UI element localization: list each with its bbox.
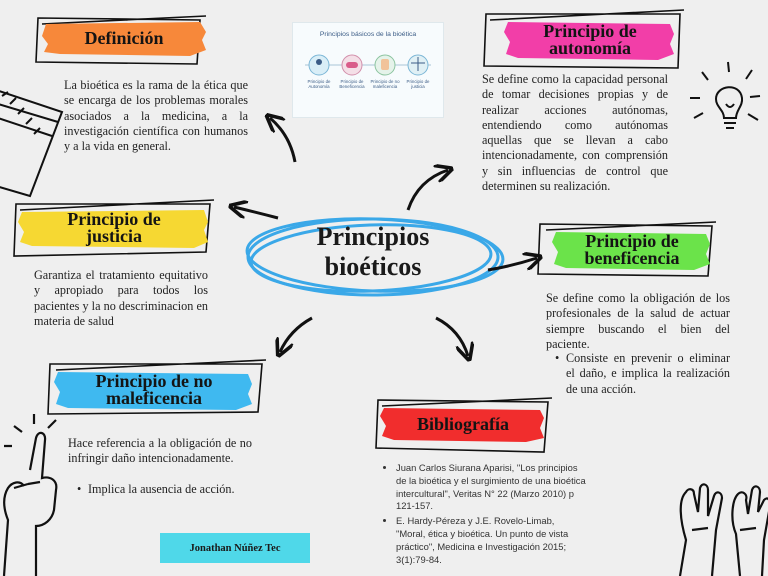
no-maleficencia-title: Principio de no maleficencia [54, 368, 254, 412]
no-maleficencia-title-line1: Principio de no [95, 371, 213, 391]
arrow-to-beneficencia [487, 258, 537, 272]
pointing-hand-icon [2, 414, 58, 576]
center-ellipse [245, 217, 505, 297]
definicion-title: Definición [84, 27, 164, 48]
author-tag: Jonathan Núñez Tec [160, 533, 310, 563]
author-name: Jonathan Núñez Tec [189, 542, 281, 554]
beneficencia-title-line1: Principio de [585, 231, 679, 251]
justicia-title-line1: Principio de [67, 209, 161, 229]
bibliografia-title: Bibliografía [416, 413, 509, 434]
beneficencia-title-box: Principio de beneficencia [552, 228, 712, 272]
beneficencia-bullet: Consiste en prevenir o eliminar el daño,… [555, 351, 730, 397]
notebook-icon [0, 90, 64, 198]
justicia-text: Garantiza el tratamiento equitativo y ap… [34, 268, 208, 328]
arrow-to-definicion [270, 118, 297, 163]
autonomia-title-line1: Principio de [543, 21, 637, 41]
definicion-text: La bioética es la rama de la ética que s… [64, 78, 248, 154]
thumbnail-icons [305, 54, 431, 76]
beneficencia-title-line2: beneficencia [584, 248, 680, 268]
no-maleficencia-title-line2: maleficencia [106, 388, 202, 408]
definicion-title-box: Definición [40, 18, 208, 58]
autonomia-title-box: Principio de autonomía [504, 18, 676, 62]
title-frames [13, 9, 717, 453]
autonomia-text: Se define como la capacidad personal de … [482, 72, 668, 194]
beneficencia-brush [552, 232, 710, 270]
justicia-title: Principio de justicia [18, 206, 210, 250]
center-title-line1: Principios [316, 222, 430, 251]
no-maleficencia-bullet: Implica la ausencia de acción. [77, 482, 258, 498]
raised-hands-icon [678, 483, 768, 576]
arrow-to-bibliografia [435, 316, 468, 356]
no-maleficencia-text: Hace referencia a la obligación de no in… [68, 436, 252, 466]
thumbnail-label-beneficencia: Principio de Beneficencia [339, 79, 365, 89]
bibliografia-brush [380, 408, 544, 442]
thumbnail-label-justicia: Principio de justicia [406, 79, 430, 89]
center-title-line2: bioéticos [324, 252, 422, 281]
justicia-brush [18, 210, 208, 248]
arrow-to-autonomia [406, 170, 448, 211]
bibliografia-ref-1: Juan Carlos Siurana Aparisi, "Los princi… [396, 462, 586, 513]
thumbnail-label-autonomia: Principio de Autonomía [307, 79, 331, 89]
autonomia-title: Principio de autonomía [504, 18, 676, 62]
beneficencia-text: Se define como la obligación de los prof… [546, 291, 730, 351]
autonomia-title-line2: autonomía [548, 38, 631, 58]
no-maleficencia-title-box: Principio de no maleficencia [54, 368, 254, 412]
definicion-brush [42, 22, 206, 56]
lightbulb-icon [690, 61, 761, 129]
arrows [234, 118, 537, 356]
beneficencia-title: Principio de beneficencia [552, 228, 712, 272]
autonomia-brush [504, 22, 674, 60]
center-title: Principios bioéticos [262, 222, 484, 282]
bioethics-principles-thumbnail: Principios básicos de la bioética Princi… [292, 22, 444, 118]
thumbnail-label-no-maleficencia: Principio de no maleficencia [370, 79, 400, 89]
justicia-title-box: Principio de justicia [18, 206, 210, 250]
justicia-title-line2: justicia [86, 226, 142, 246]
arrow-to-no-maleficencia [280, 316, 313, 352]
thumbnail-title: Principios básicos de la bioética [319, 31, 417, 38]
no-maleficencia-brush [54, 372, 252, 410]
bibliografia-title-box: Bibliografía [380, 404, 546, 444]
bibliografia-list: Juan Carlos Siurana Aparisi, "Los princi… [378, 462, 586, 568]
arrow-to-justicia [234, 207, 279, 220]
bibliografia-ref-2: E. Hardy-Péreza y J.E. Rovelo-Limab, "Mo… [396, 515, 586, 566]
